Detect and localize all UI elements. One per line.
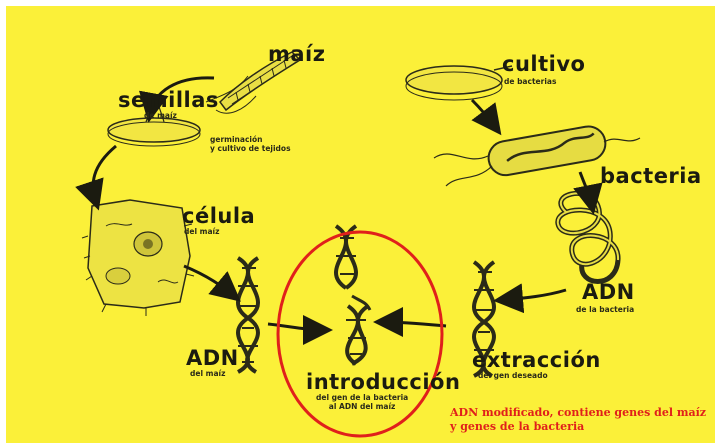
label-semillas-sub: de maíz — [144, 112, 177, 121]
label-celula: célula — [182, 206, 255, 227]
label-celula-sub: del maíz — [184, 228, 219, 237]
label-cultivo-sub: de bacterias — [504, 78, 556, 87]
bacteria-culture-dish-icon — [406, 66, 512, 100]
diagram-panel: maíz semillas de maíz germinación y cult… — [6, 6, 715, 443]
label-adn-maiz: ADN — [186, 348, 239, 369]
label-bacteria: bacteria — [600, 166, 702, 187]
label-adn-maiz-sub: del maíz — [190, 370, 225, 379]
label-adn-bacteria: ADN — [582, 282, 635, 303]
label-maiz: maíz — [268, 44, 325, 65]
label-extraccion: extracción — [472, 350, 601, 371]
maize-cell-icon — [82, 200, 194, 316]
dna-helix-modified-icon — [336, 226, 370, 364]
bacterial-dna-knot-icon — [558, 193, 618, 281]
label-germinacion: germinación y cultivo de tejidos — [210, 136, 291, 153]
label-adn-bacteria-sub: de la bacteria — [576, 306, 634, 315]
label-cultivo: cultivo — [502, 54, 585, 75]
annotation-modified-dna: ADN modificado, contiene genes del maíz … — [450, 406, 706, 434]
label-semillas: semillas — [118, 90, 219, 111]
dna-helix-maize-icon — [238, 258, 258, 372]
label-extraccion-sub: del gen deseado — [478, 372, 548, 381]
label-introduccion-sub: del gen de la bacteria al ADN del maíz — [316, 394, 408, 411]
label-introduccion: introducción — [306, 372, 460, 393]
